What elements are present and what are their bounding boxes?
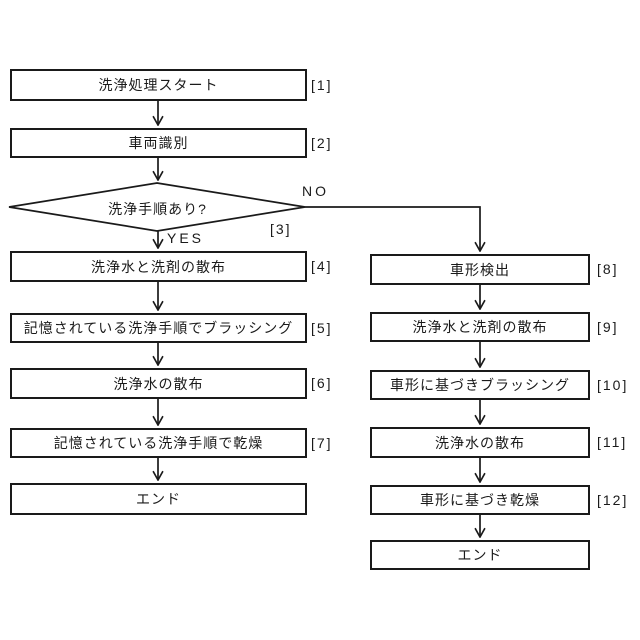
flow-node-decision-label: 洗浄手順あり? xyxy=(108,201,207,217)
step-ref-5: [5] xyxy=(311,320,333,336)
step-ref-4: [4] xyxy=(311,258,333,274)
flow-node-shape-detect: 車形検出 xyxy=(370,254,590,285)
flow-node-spray-water-right: 洗浄水の散布 xyxy=(370,427,590,458)
flow-node-end-right: エンド xyxy=(370,540,590,570)
arrow-no-branch xyxy=(305,206,480,251)
flow-node-dry-by-shape: 車形に基づき乾燥 xyxy=(370,485,590,515)
flow-node-spray-water-left: 洗浄水の散布 xyxy=(10,368,307,399)
flow-node-spray-water-detergent-right: 洗浄水と洗剤の散布 xyxy=(370,312,590,342)
step-ref-2: [2] xyxy=(311,135,333,151)
step-ref-8: [8] xyxy=(597,261,619,277)
flow-node-brush-by-shape: 車形に基づきブラッシング xyxy=(370,370,590,400)
decision-diamond-shape xyxy=(8,182,306,232)
flow-node-dry-by-stored-procedure: 記憶されている洗浄手順で乾燥 xyxy=(10,428,307,458)
flow-node-brush-by-stored-procedure: 記憶されている洗浄手順でブラッシング xyxy=(10,313,307,343)
step-ref-1: [1] xyxy=(311,77,333,93)
flow-node-spray-water-detergent-left: 洗浄水と洗剤の散布 xyxy=(10,251,307,282)
step-ref-11: [11] xyxy=(597,434,628,450)
step-ref-9: [9] xyxy=(597,319,619,335)
step-ref-12: [12] xyxy=(597,492,629,508)
step-ref-7: [7] xyxy=(311,435,333,451)
flow-node-vehicle-identify: 車両識別 xyxy=(10,128,307,158)
branch-label-yes: YES xyxy=(167,230,205,246)
branch-label-no: NO xyxy=(302,183,329,199)
flow-node-start: 洗浄処理スタート xyxy=(10,69,307,101)
flow-node-end-left: エンド xyxy=(10,483,307,515)
step-ref-10: [10] xyxy=(597,377,629,393)
step-ref-3: [3] xyxy=(270,221,292,237)
step-ref-6: [6] xyxy=(311,375,333,391)
